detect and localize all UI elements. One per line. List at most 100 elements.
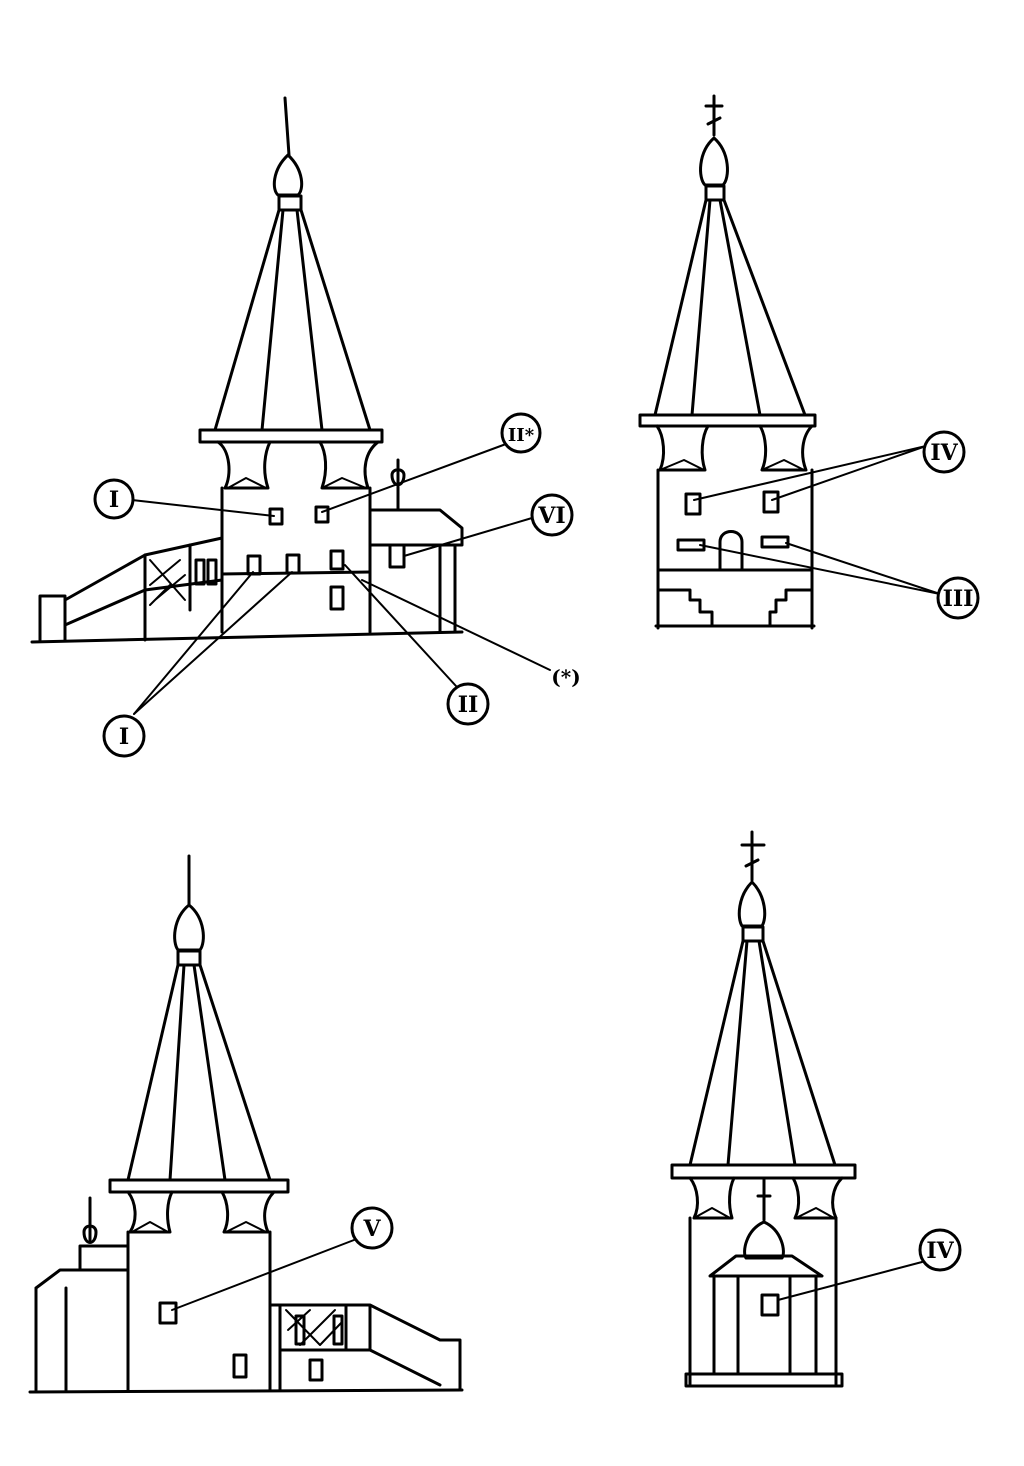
annex-upper	[78, 1244, 130, 1272]
spire-rod	[283, 96, 291, 157]
stepped-base-left	[656, 588, 714, 628]
roof-eave	[198, 428, 384, 444]
tent-roof	[653, 198, 807, 417]
onion-dome	[173, 903, 205, 952]
label-tl-annex: VI	[537, 503, 565, 529]
callout-bl-window	[350, 1206, 394, 1250]
ground-line	[28, 1388, 464, 1394]
tent-roof	[213, 208, 372, 432]
leader-tl-star-note	[361, 579, 551, 671]
roof-eave	[108, 1178, 290, 1194]
kokoshnik-right	[220, 1190, 276, 1234]
onion-dome	[737, 880, 767, 928]
tent-roof	[688, 939, 837, 1167]
chapel-cross	[756, 1178, 772, 1222]
gallery-opening-1	[194, 558, 206, 586]
door-window	[329, 585, 345, 611]
label-tl-upper-right: II*	[508, 425, 535, 446]
chapel-dome	[743, 1220, 785, 1260]
gallery-frame	[278, 1303, 442, 1392]
kokoshnik-gables	[693, 1207, 835, 1219]
annex-dome	[82, 1196, 98, 1244]
cross	[740, 830, 766, 882]
gallery-door	[308, 1358, 324, 1382]
window-upper-right	[762, 490, 780, 514]
tower-walls	[126, 1230, 272, 1392]
kokoshnik-gables	[659, 459, 805, 471]
dome-drum	[741, 925, 765, 943]
roof-eave	[670, 1163, 857, 1180]
leader-tr-upper-b	[771, 445, 927, 501]
kokoshnik-left	[126, 1190, 174, 1234]
callout-br-window	[918, 1228, 962, 1272]
window-lower-1	[246, 554, 262, 576]
gallery-opening-2	[332, 1314, 344, 1346]
kokoshnik-left	[688, 1176, 736, 1220]
leader-tr-lower-a	[699, 544, 941, 595]
dome-drum	[704, 184, 726, 202]
tower-walls	[688, 1216, 838, 1386]
leader-tl-left-upper	[131, 499, 275, 517]
leader-br-window	[777, 1261, 923, 1301]
label-br-window: IV	[926, 1238, 954, 1264]
callout-tr-upper	[922, 430, 966, 474]
annex-left	[34, 1268, 130, 1392]
elevation-bottom-right: IV	[670, 830, 962, 1388]
gallery-opening-2	[206, 558, 218, 586]
leader-tl-annex	[403, 517, 533, 557]
callout-tl-annex	[530, 493, 574, 537]
elevation-top-right: IV III	[638, 94, 980, 630]
annex-roof	[368, 508, 464, 547]
leader-tr-upper-a	[693, 445, 927, 501]
label-tr-lower: III	[943, 586, 974, 612]
label-bl-window: V	[362, 1216, 381, 1242]
kokoshnik-right	[758, 424, 814, 472]
tower-walls	[656, 468, 814, 630]
ground-line	[30, 630, 464, 644]
callout-tl-bottom-left	[102, 714, 146, 758]
kokoshnik-gables	[131, 1221, 267, 1233]
leader-bl-window	[171, 1239, 355, 1311]
stepped-base-right	[768, 588, 814, 628]
gallery-lattice	[149, 559, 186, 606]
onion-dome	[699, 136, 729, 187]
label-tl-left-upper: I	[109, 487, 119, 513]
tower-walls	[220, 486, 372, 634]
arched-door	[718, 530, 744, 572]
tower-base	[684, 1372, 844, 1388]
label-tl-bottom-right: II	[458, 692, 479, 718]
window-slot-right	[760, 535, 790, 549]
elevation-bottom-left: V	[28, 854, 464, 1394]
window-lower-3	[329, 549, 345, 571]
gallery-opening-1	[294, 1314, 306, 1346]
dome-drum	[277, 194, 303, 212]
onion-dome	[272, 153, 304, 197]
label-tl-bottom-left: I	[119, 724, 129, 750]
leader-tl-bottom-left-b	[133, 571, 293, 715]
gallery-rail	[268, 1303, 462, 1392]
cross	[704, 94, 724, 137]
dome-drum	[176, 949, 202, 967]
kokoshnik-right	[791, 1176, 844, 1220]
elevation-top-left: I II* VI I II (*)	[30, 96, 581, 758]
leader-tl-bottom-left-a	[133, 571, 254, 715]
chapel-columns	[712, 1274, 818, 1376]
chapel-window	[760, 1293, 780, 1317]
window-upper-left	[684, 492, 702, 516]
kokoshnik-left	[216, 440, 272, 490]
window-lower	[232, 1353, 248, 1379]
label-tl-star-note: (*)	[551, 665, 580, 689]
roof-eave	[638, 413, 817, 428]
callout-tl-bottom-right	[446, 682, 490, 726]
chapel-roof	[708, 1254, 824, 1278]
label-tr-upper: IV	[930, 440, 958, 466]
kokoshnik-gables	[227, 477, 367, 489]
leader-tl-upper-right	[321, 443, 507, 513]
callout-tr-lower	[936, 576, 980, 620]
callout-tl-upper-right	[500, 412, 542, 454]
callout-tl-left-upper	[93, 478, 135, 520]
kokoshnik-left	[655, 424, 710, 472]
annex-window	[388, 543, 406, 569]
